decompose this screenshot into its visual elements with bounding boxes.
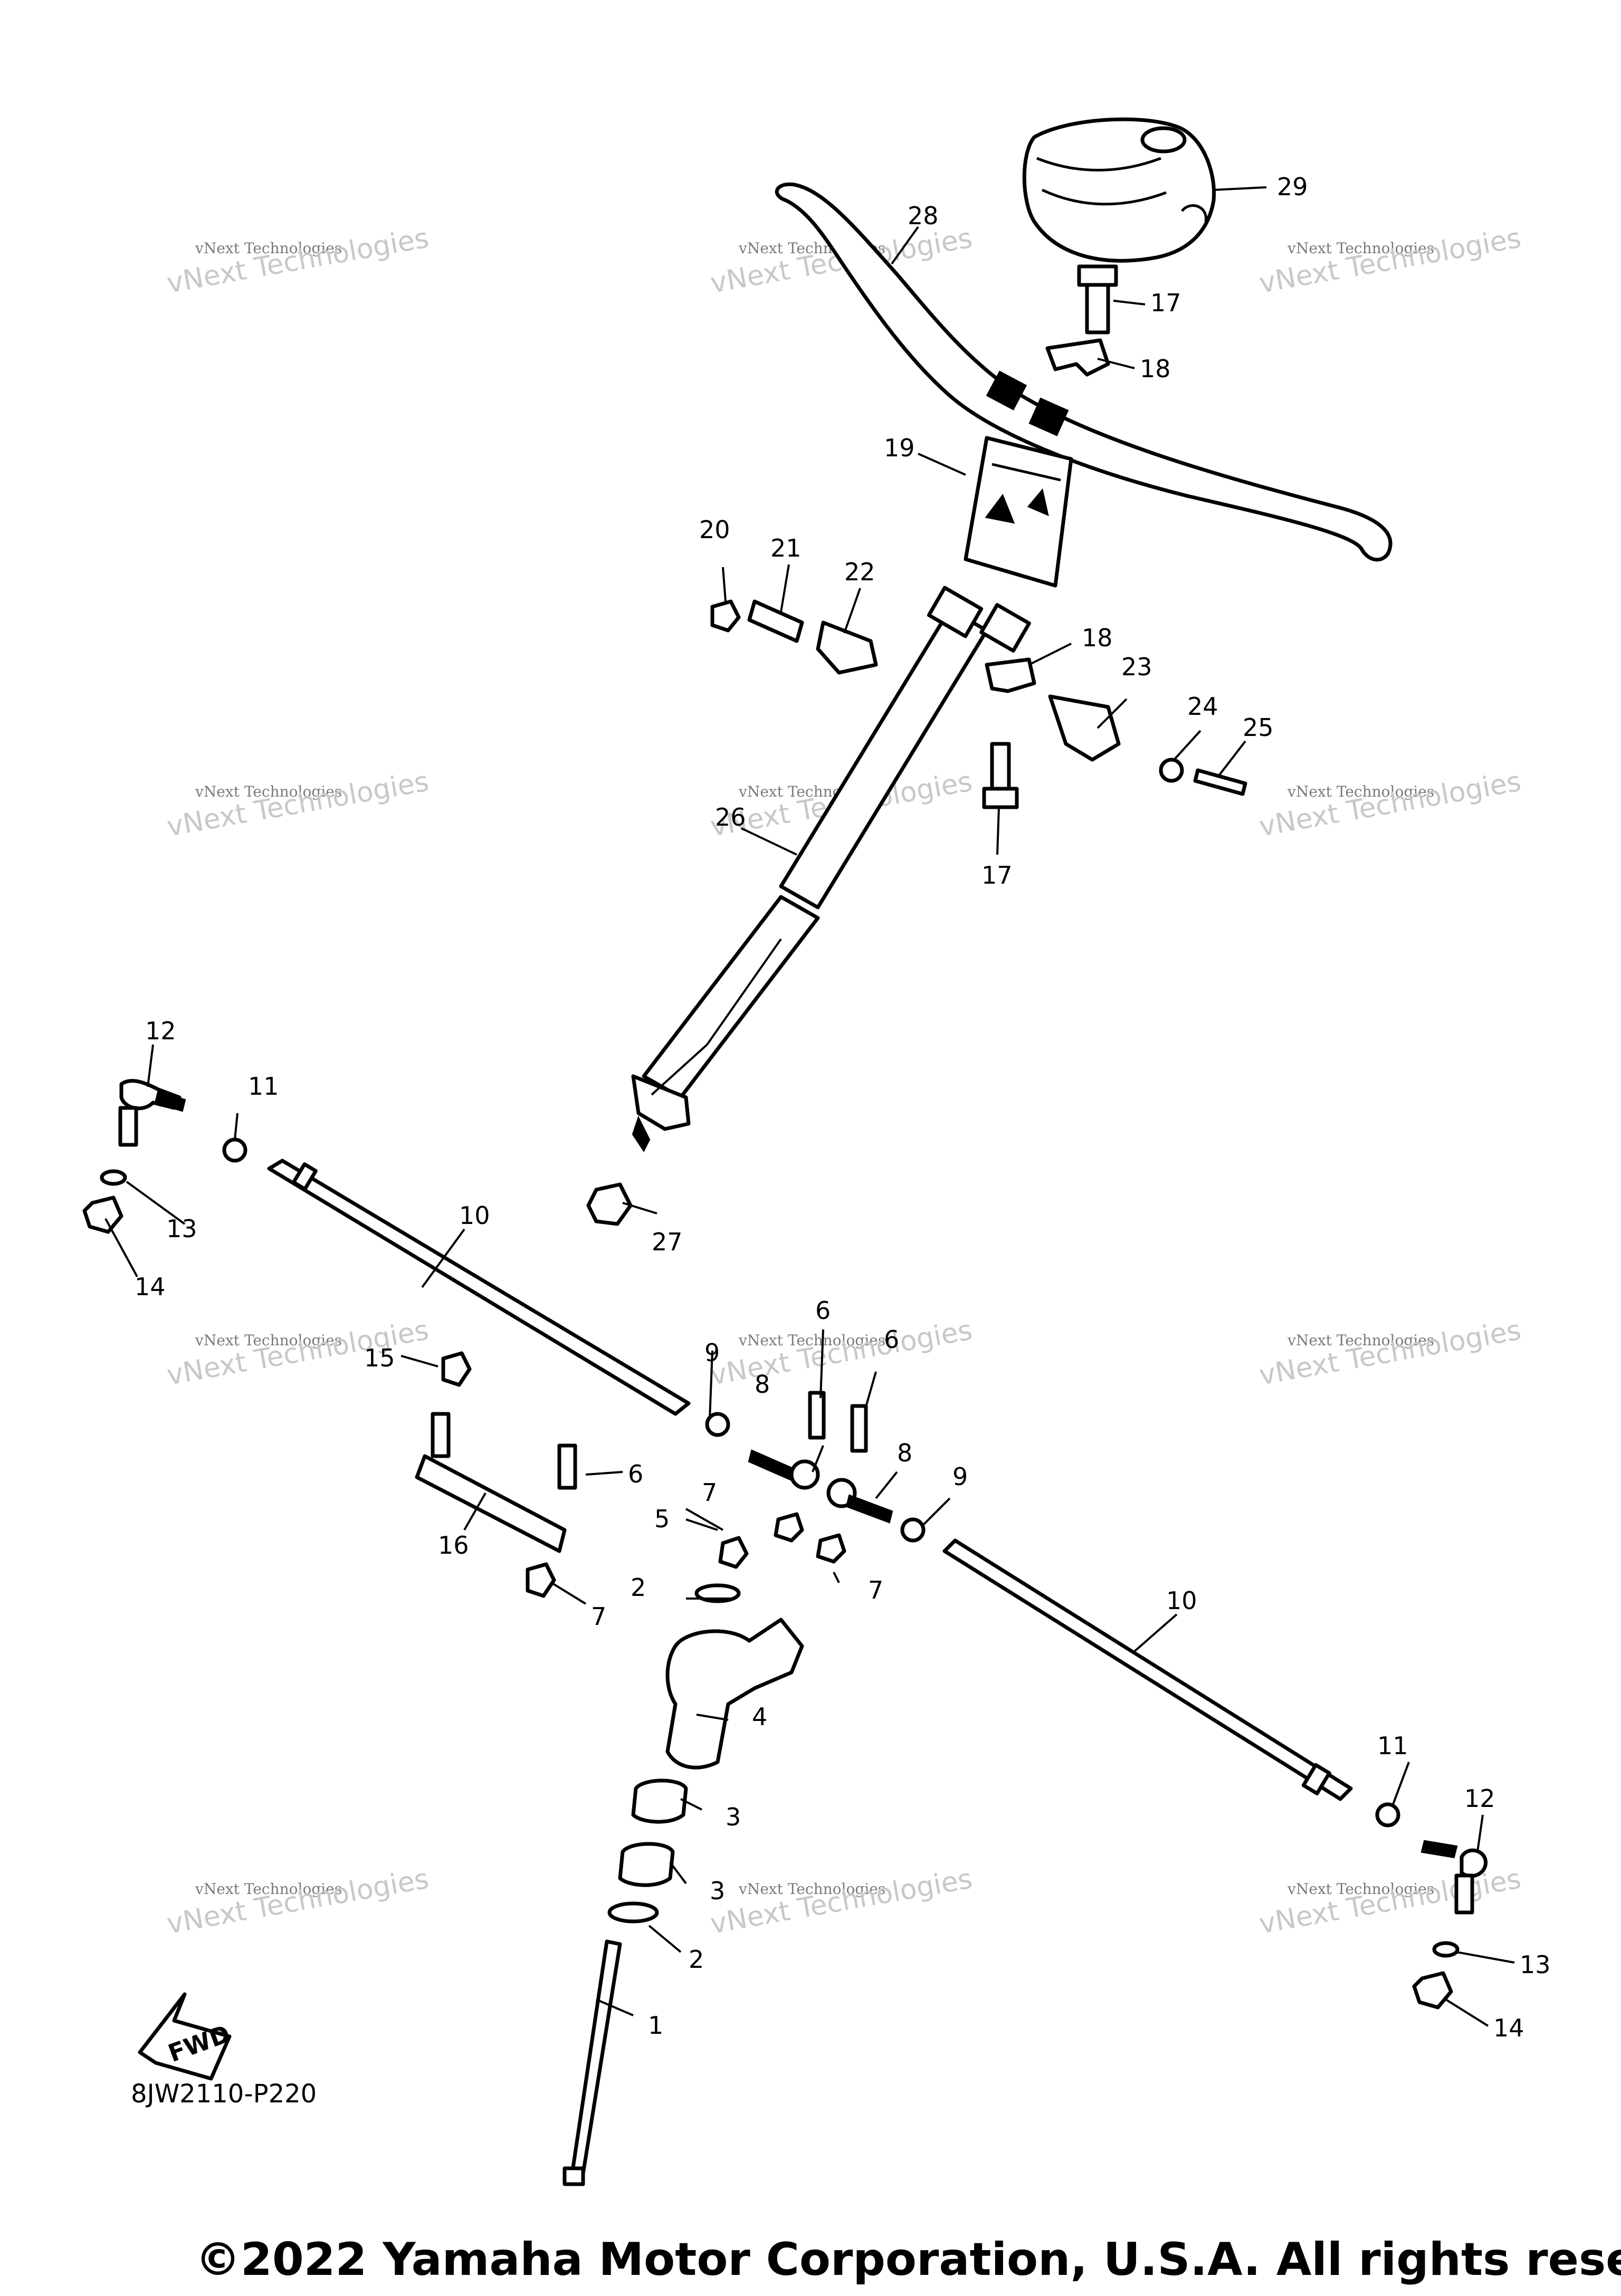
handlebar-pad (1022, 117, 1216, 263)
callout-12: 12 (1464, 1784, 1495, 1813)
watermark: vNext Technologies vNext Technologies (1257, 1863, 1523, 1940)
callout-10: 10 (459, 1201, 490, 1230)
callout-28: 28 (908, 202, 939, 230)
callout-16: 16 (438, 1531, 469, 1560)
steering-pivot (562, 1536, 804, 2186)
watermark-small-text: vNext Technologies (738, 1880, 885, 1898)
callout-3: 3 (710, 1877, 725, 1905)
callout-21: 21 (770, 534, 802, 562)
callout-14: 14 (135, 1273, 166, 1301)
callout-29: 29 (1277, 173, 1308, 201)
watermark-small-text: vNext Technologies (738, 1332, 885, 1349)
callout-labels: 1 2 2 3 3 4 5 6 6 6 7 7 7 8 8 9 9 10 10 … (135, 173, 1551, 2042)
watermark-big-text: vNext Technologies (1257, 1863, 1523, 1940)
switch-parts (710, 599, 1247, 796)
callout-22: 22 (844, 558, 875, 586)
watermark-small-text: vNext Technologies (195, 1880, 342, 1898)
callout-14: 14 (1493, 2014, 1524, 2042)
bolt-lower (982, 742, 1019, 809)
handlebar-clamp-lower (985, 657, 1036, 693)
watermark-small-text: vNext Technologies (1287, 240, 1434, 257)
callout-18: 18 (1082, 624, 1113, 652)
tie-rod-right (942, 1538, 1487, 2010)
callout-8: 8 (755, 1370, 770, 1399)
callout-23: 23 (1121, 653, 1152, 681)
callout-13: 13 (166, 1214, 197, 1243)
callout-15: 15 (364, 1344, 395, 1372)
watermark: vNext Technologies vNext Technologies (165, 766, 431, 843)
fwd-arrow: FWD (138, 1992, 234, 2081)
leader-lines (104, 186, 1515, 2027)
watermark: vNext Technologies vNext Technologies (708, 1314, 975, 1391)
tie-rod-left (82, 1079, 691, 1416)
callout-5: 5 (654, 1505, 670, 1533)
bolt-top (1077, 264, 1118, 334)
callout-20: 20 (699, 515, 730, 544)
watermark-small-text: vNext Technologies (1287, 1880, 1434, 1898)
watermark: vNext Technologies vNext Technologies (1257, 1314, 1523, 1391)
watermark-big-text: vNext Technologies (1257, 1314, 1523, 1391)
callout-6: 6 (628, 1460, 643, 1488)
callout-11: 11 (248, 1072, 279, 1101)
callout-27: 27 (652, 1228, 683, 1256)
callout-18: 18 (1140, 355, 1171, 383)
watermark-small-text: vNext Technologies (195, 240, 342, 257)
callout-7: 7 (702, 1478, 717, 1507)
watermark-big-text: vNext Technologies (165, 222, 431, 299)
callout-25: 25 (1243, 713, 1274, 742)
watermark-big-text: vNext Technologies (165, 1863, 431, 1940)
diagram-code: 8JW2110-P220 (131, 2079, 317, 2109)
watermark-big-text: vNext Technologies (1257, 222, 1523, 299)
callout-3: 3 (726, 1803, 741, 1831)
callout-8: 8 (897, 1439, 912, 1467)
callout-12: 12 (145, 1017, 176, 1045)
callout-2: 2 (689, 1945, 704, 1974)
watermark-big-text: vNext Technologies (165, 766, 431, 843)
callout-19: 19 (884, 434, 915, 462)
watermark-big-text: vNext Technologies (1257, 766, 1523, 843)
watermark: vNext Technologies vNext Technologies (165, 222, 431, 299)
callout-10: 10 (1166, 1586, 1197, 1615)
callout-9: 9 (952, 1462, 968, 1491)
watermark-small-text: vNext Technologies (195, 1332, 342, 1349)
callout-6: 6 (884, 1325, 899, 1354)
watermark: vNext Technologies vNext Technologies (1257, 222, 1523, 299)
callout-11: 11 (1377, 1731, 1408, 1760)
callout-24: 24 (1187, 692, 1218, 721)
watermark-small-text: vNext Technologies (1287, 1332, 1434, 1349)
centre-linkage (415, 1351, 926, 1598)
callout-7: 7 (591, 1602, 606, 1631)
watermark: vNext Technologies vNext Technologies (165, 1863, 431, 1940)
callout-7: 7 (868, 1576, 883, 1604)
nut-27 (586, 1182, 633, 1226)
watermark-small-text: vNext Technologies (1287, 783, 1434, 800)
copyright-notice: ©2022 Yamaha Motor Corporation, U.S.A. A… (195, 2233, 1621, 2286)
handlebar (775, 182, 1393, 562)
watermark: vNext Technologies vNext Technologies (708, 1863, 975, 1940)
watermark: vNext Technologies vNext Technologies (1257, 766, 1523, 843)
handlebar-clamp-upper (1045, 338, 1110, 377)
watermark-big-text: vNext Technologies (708, 1863, 975, 1940)
callout-17: 17 (981, 861, 1013, 889)
watermark-small-text: vNext Technologies (195, 783, 342, 800)
callout-4: 4 (752, 1702, 767, 1731)
handlebar-riser (964, 436, 1073, 588)
watermark-group: vNext Technologies vNext Technologies vN… (165, 222, 1523, 1940)
steering-column (631, 586, 1031, 1152)
callout-1: 1 (648, 2011, 663, 2040)
callout-2: 2 (631, 1573, 646, 1602)
callout-26: 26 (715, 803, 746, 831)
callout-13: 13 (1520, 1950, 1551, 1979)
callout-9: 9 (704, 1338, 720, 1367)
watermark-big-text: vNext Technologies (708, 1314, 975, 1391)
callout-6: 6 (815, 1296, 831, 1325)
callout-17: 17 (1150, 289, 1181, 317)
